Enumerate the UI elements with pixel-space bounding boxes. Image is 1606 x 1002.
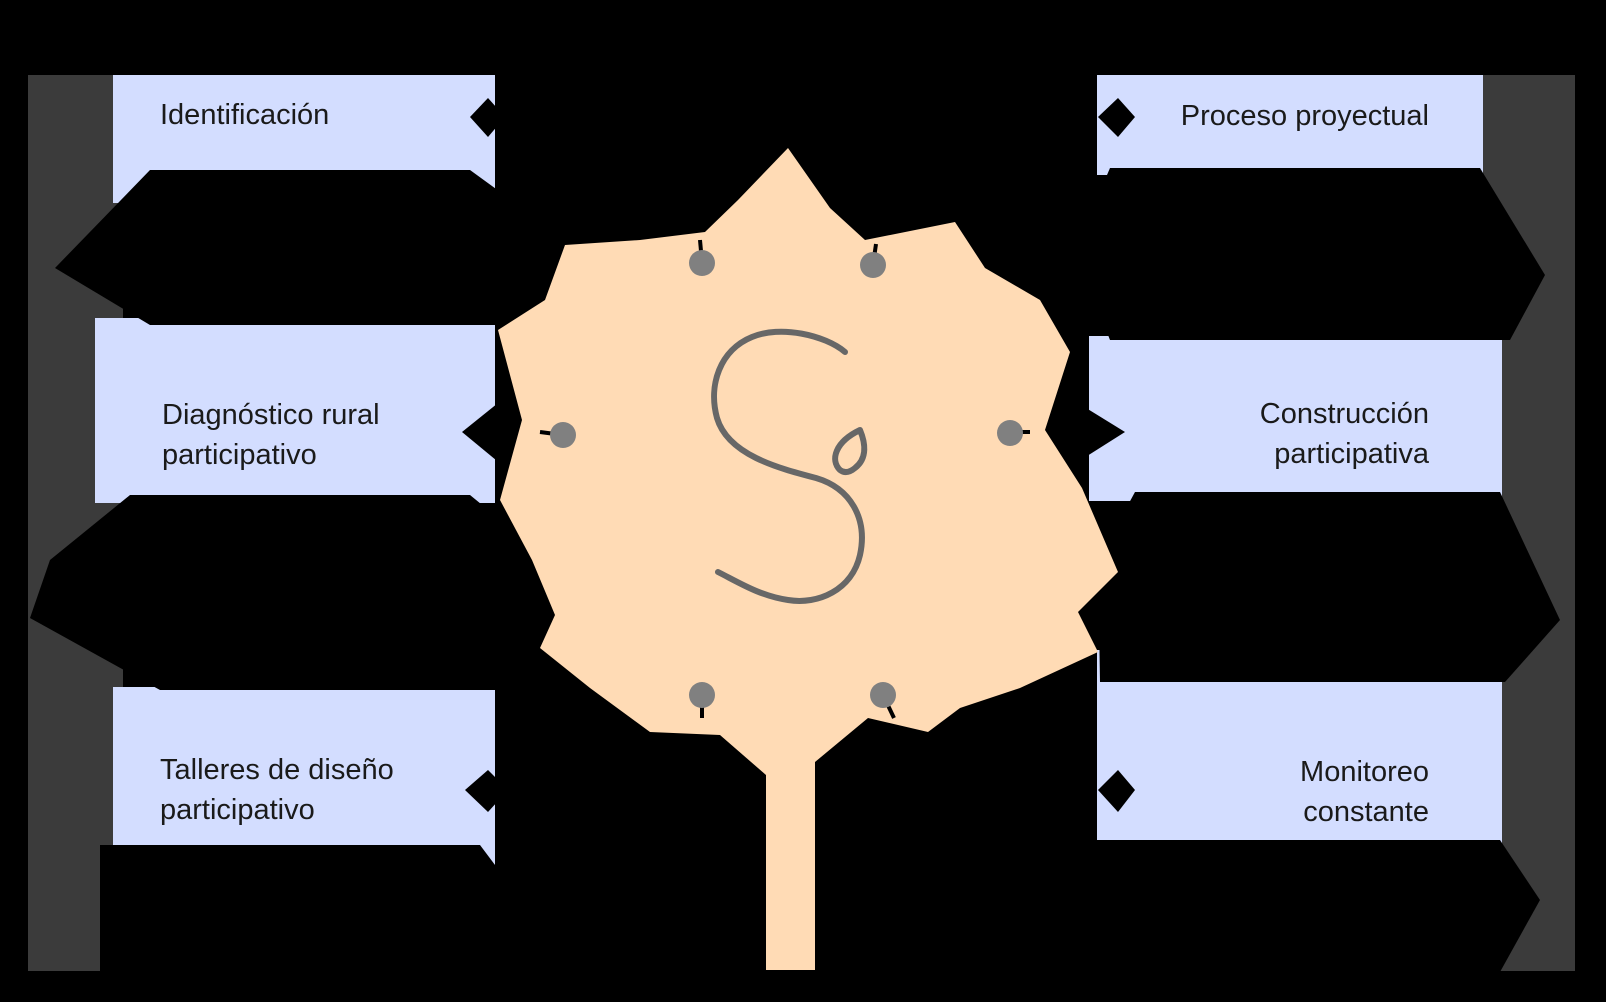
stage-label-talleres: Talleres de diseño participativo: [160, 754, 394, 826]
stage-label-monitoreo: Monitoreo constante: [1300, 756, 1429, 828]
node-bottom-left: [689, 682, 715, 708]
node-middle-right: [997, 420, 1023, 446]
connector-monitoreo: [1098, 770, 1135, 812]
connector-proceso: [1098, 98, 1135, 137]
stage-card-monitoreo: [1097, 650, 1502, 850]
stage-label-identificacion: Identificación: [160, 99, 330, 131]
stage-card-diagnostico: [95, 318, 495, 503]
sprout-s-logo-icon: [711, 328, 868, 604]
connector-identificacion: [470, 98, 505, 137]
description-block-construccion: [1098, 492, 1560, 682]
description-block-diagnostico: [30, 495, 525, 690]
stage-label-diagnostico: Diagnóstico rural participativo: [162, 399, 380, 471]
connector-talleres: [465, 770, 508, 812]
stage-card-proceso: [1097, 75, 1483, 175]
stage-card-construccion: [1089, 336, 1502, 501]
node-bottom-right: [870, 682, 896, 708]
stage-label-construccion: Construcción participativa: [1259, 398, 1429, 470]
node-top-right: [860, 252, 886, 278]
description-block-identificacion: [55, 170, 525, 325]
stage-label-proceso: Proceso proyectual: [1180, 100, 1429, 132]
description-block-proceso: [1075, 168, 1545, 340]
description-block-talleres: [100, 845, 525, 972]
node-middle-left: [550, 422, 576, 448]
center-leaf: [498, 148, 1118, 970]
node-top-left: [689, 250, 715, 276]
description-block-monitoreo: [1085, 840, 1540, 972]
